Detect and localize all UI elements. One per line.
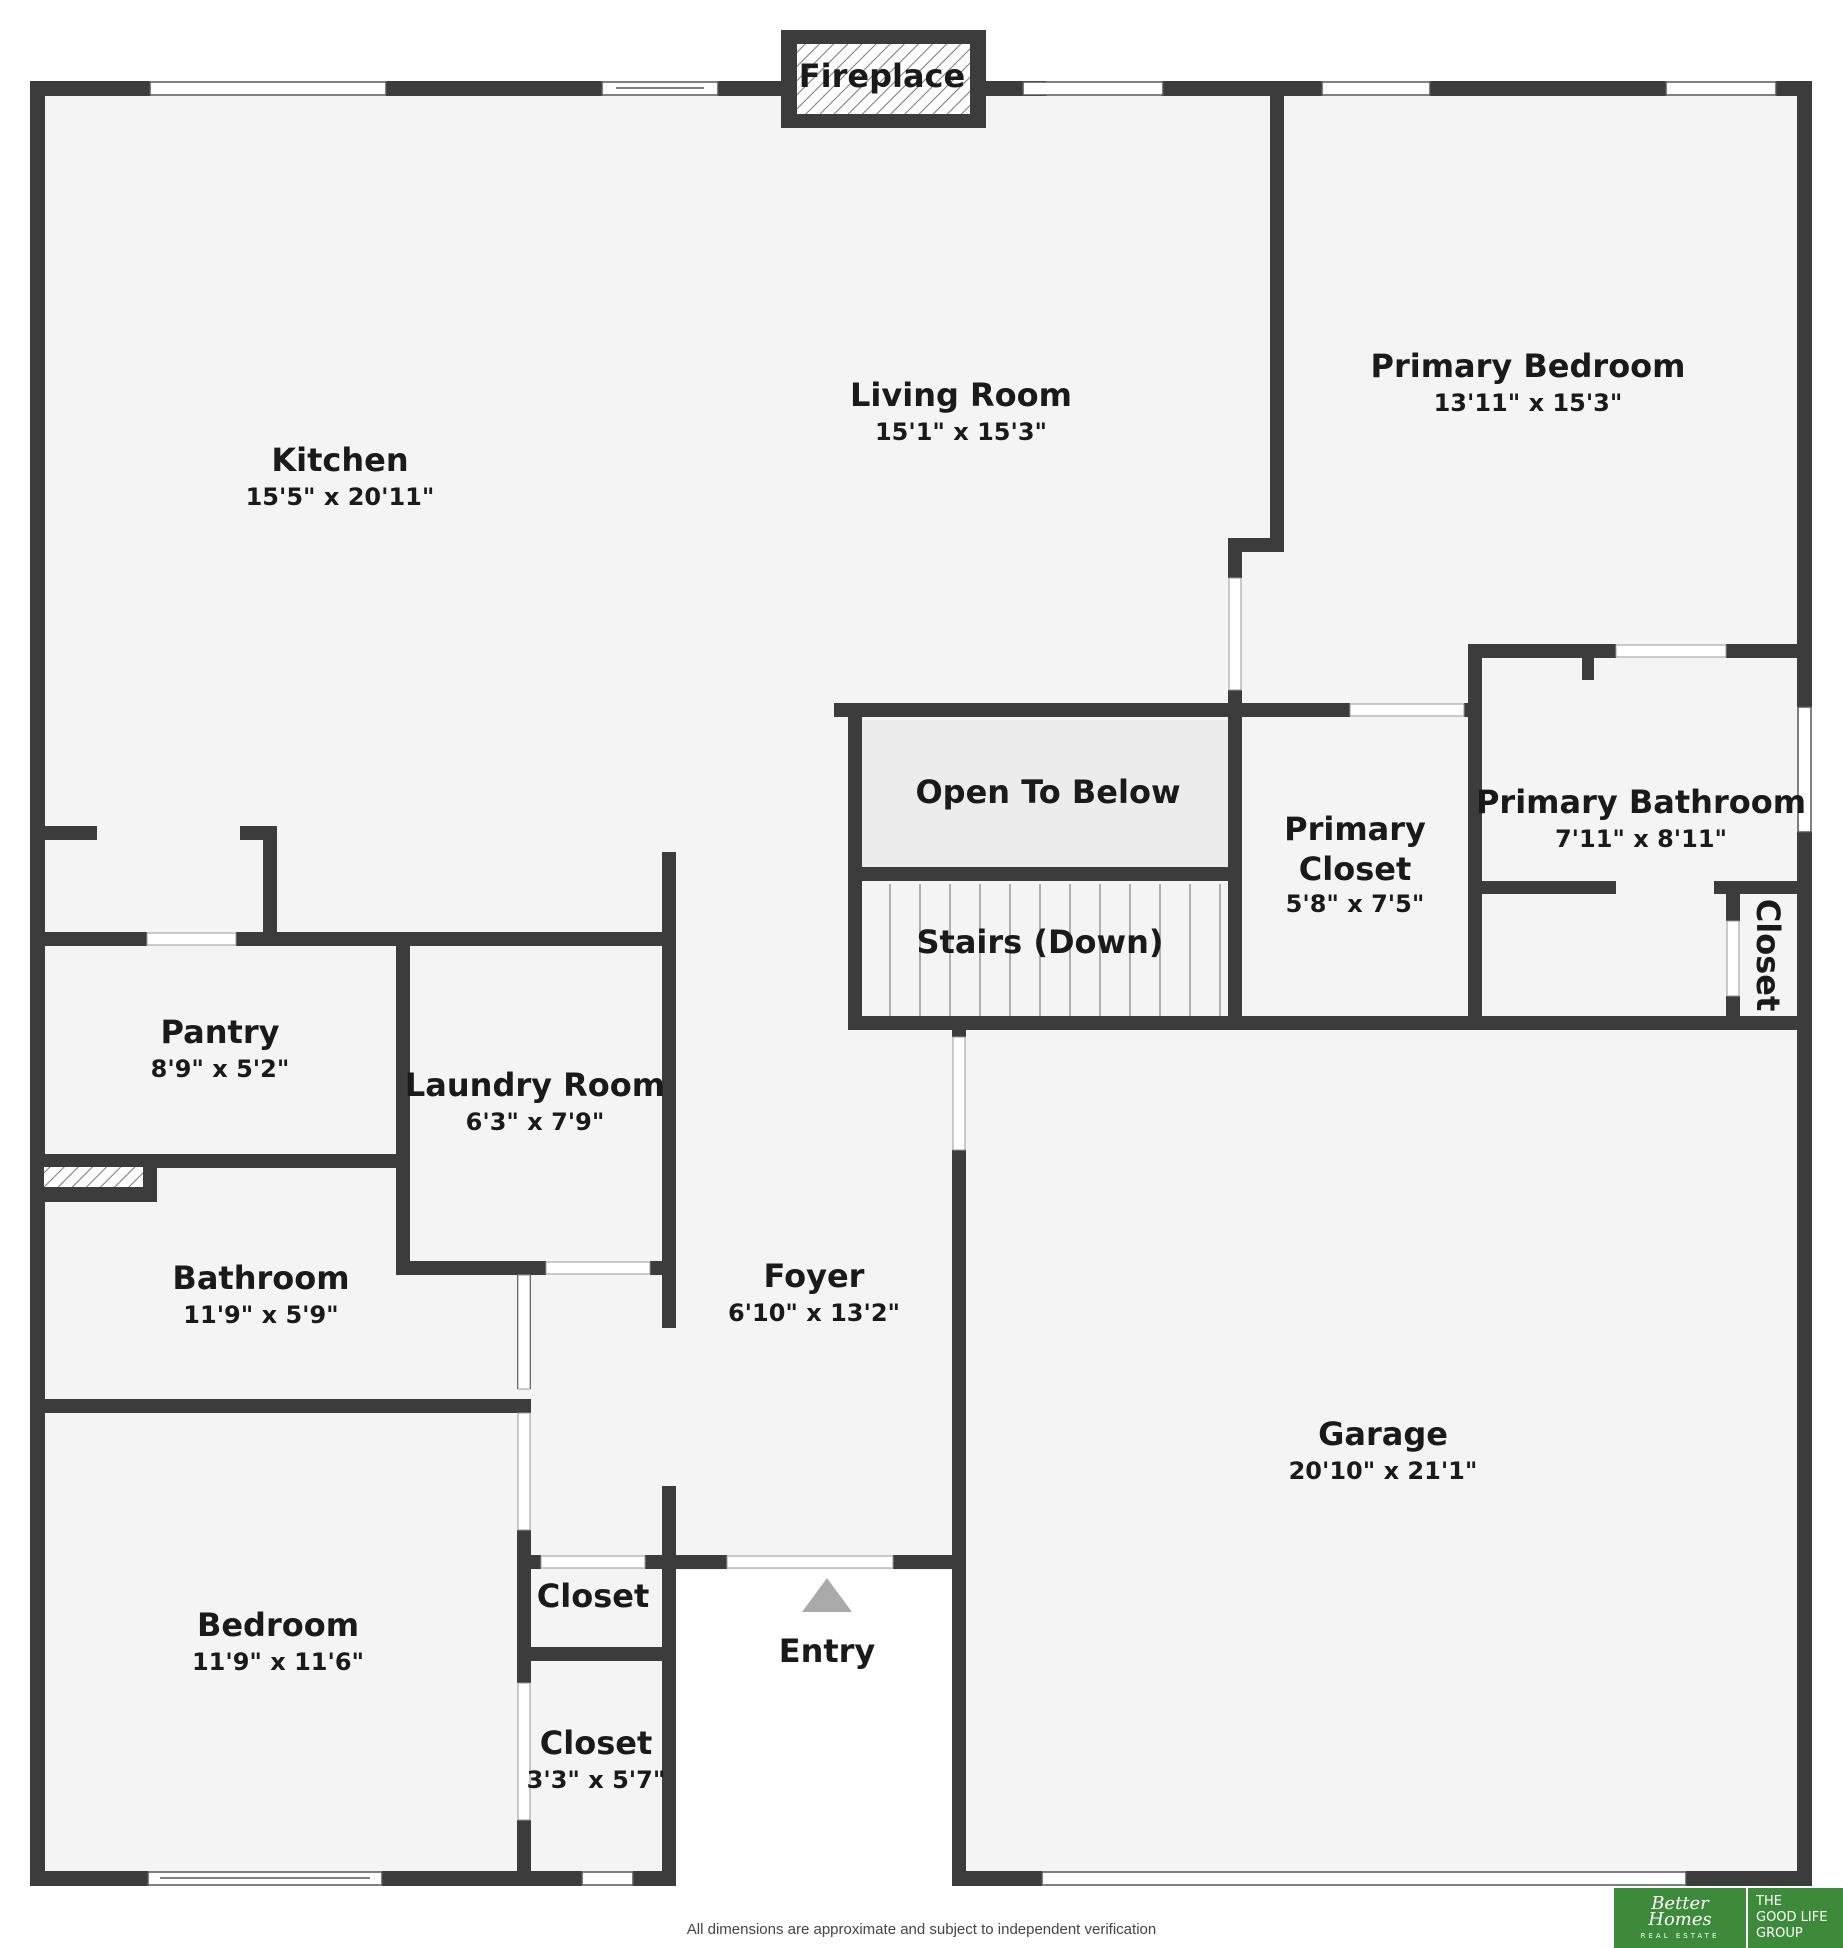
laundry-room-dims: 6'3" x 7'9" <box>466 1108 605 1136</box>
open-to-below-area <box>858 720 1228 870</box>
open-to-below-label: Open To Below <box>915 773 1180 811</box>
logo-brand-line2: Homes <box>1648 1909 1712 1930</box>
fireplace-label: Fireplace <box>799 57 965 95</box>
bathroom-dims: 11'9" x 5'9" <box>183 1301 338 1329</box>
kitchen-name: Kitchen <box>271 441 408 479</box>
hatch-block <box>44 1167 143 1187</box>
bedroom-name: Bedroom <box>197 1606 359 1644</box>
foyer-dims: 6'10" x 13'2" <box>728 1299 900 1327</box>
logo-group-line2: GOOD LIFE <box>1756 1910 1828 1925</box>
disclaimer-text: All dimensions are approximate and subje… <box>686 1921 1157 1938</box>
fireplace-hearth <box>797 44 970 114</box>
foyer-name: Foyer <box>764 1257 865 1295</box>
side-closet-label: Closet <box>1749 899 1787 1011</box>
garage-name: Garage <box>1318 1415 1448 1453</box>
logo-group-line3: GROUP <box>1756 1926 1803 1941</box>
bedroom-dims: 11'9" x 11'6" <box>192 1648 364 1676</box>
garage-dims: 20'10" x 21'1" <box>1289 1457 1478 1485</box>
entry-area <box>672 1570 957 1880</box>
logo-group: THE GOOD LIFE GROUP <box>1748 1888 1843 1948</box>
primary-closet-name-2: Closet <box>1299 850 1411 888</box>
windows <box>147 81 1812 1886</box>
primary-bathroom-dims: 7'11" x 8'11" <box>1555 825 1727 853</box>
logo-brand-line1: Better <box>1651 1893 1709 1914</box>
logo-group-line1: THE <box>1756 1894 1782 1909</box>
pantry-name: Pantry <box>161 1013 280 1051</box>
doorways <box>146 577 1740 1821</box>
primary-closet-dims: 5'8" x 7'5" <box>1286 890 1425 918</box>
logo-brand: Better Homes REAL ESTATE <box>1614 1888 1748 1948</box>
closet-small-label: Closet <box>537 1577 649 1615</box>
closet-lower-dims: 3'3" x 5'7" <box>527 1766 666 1794</box>
stair-treads <box>859 884 1221 1016</box>
primary-bedroom-name: Primary Bedroom <box>1370 347 1685 385</box>
closet-lower-name: Closet <box>540 1724 652 1762</box>
entry-arrow-icon <box>802 1578 852 1612</box>
logo-brand-sub: REAL ESTATE <box>1640 1932 1720 1940</box>
living-room-dims: 15'1" x 15'3" <box>875 418 1047 446</box>
brokerage-logo: Better Homes REAL ESTATE THE GOOD LIFE G… <box>1614 1888 1843 1948</box>
living-room-name: Living Room <box>850 376 1072 414</box>
primary-bathroom-name: Primary Bathroom <box>1476 783 1806 821</box>
laundry-room-name: Laundry Room <box>405 1066 665 1104</box>
primary-closet-name-1: Primary <box>1284 810 1426 848</box>
primary-bedroom-dims: 13'11" x 15'3" <box>1434 389 1623 417</box>
pantry-dims: 8'9" x 5'2" <box>151 1055 290 1083</box>
kitchen-dims: 15'5" x 20'11" <box>246 483 435 511</box>
entry-label: Entry <box>779 1632 876 1670</box>
stairs-label: Stairs (Down) <box>916 923 1163 961</box>
bathroom-name: Bathroom <box>172 1259 349 1297</box>
